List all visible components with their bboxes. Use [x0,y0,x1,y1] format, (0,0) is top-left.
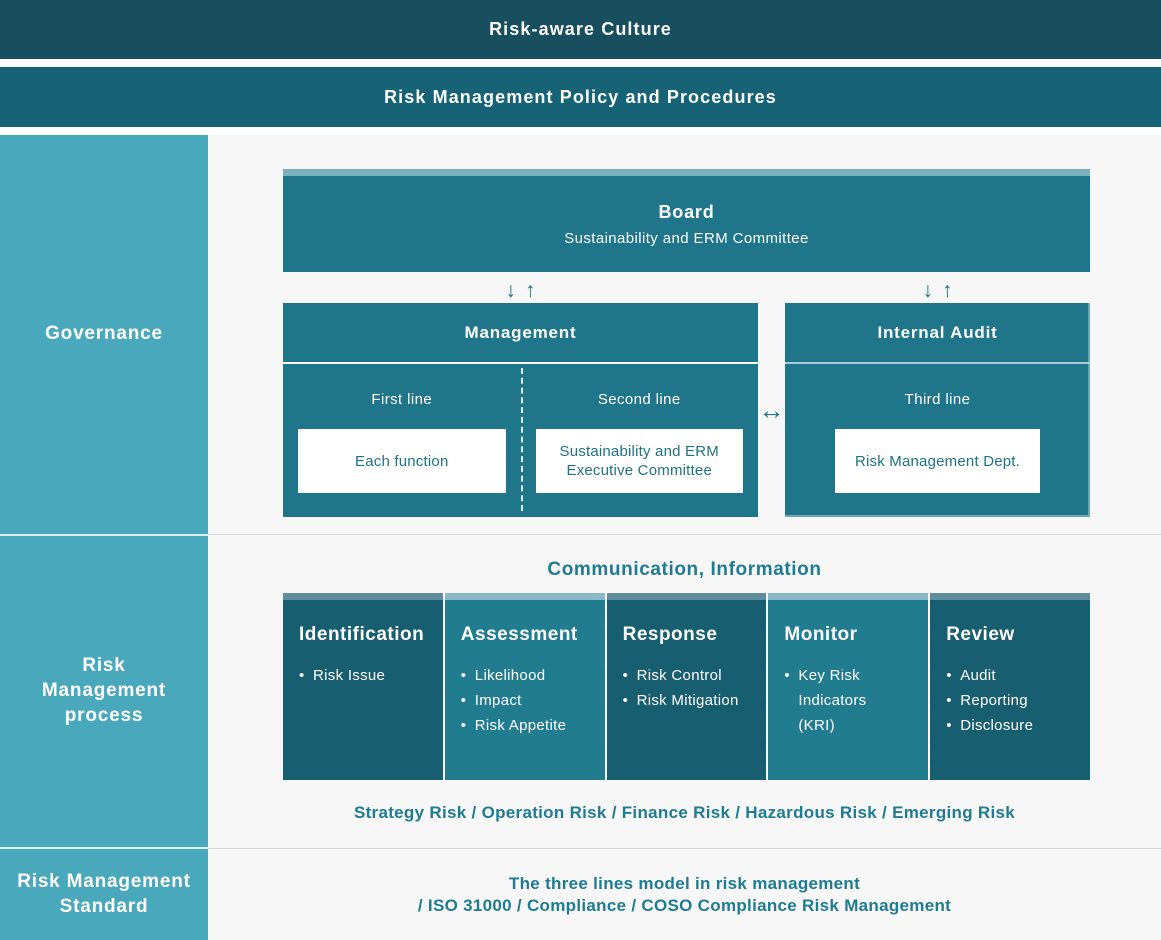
line-divider-dashed [520,368,523,511]
board-box: Board Sustainability and ERM Committee [283,176,1090,272]
step-identification-items: Risk Issue [299,663,435,688]
third-line-column: Third line Risk Management Dept. [785,364,1090,515]
board-management-arrows: ↓ ↑ [283,276,758,306]
step-response-items: Risk Control Risk Mitigation [623,663,759,713]
sidebar-governance-label: Governance [45,323,163,345]
main-area: Board Sustainability and ERM Committee ↓… [208,135,1161,940]
step-monitor-items: Key Risk Indicators (KRI) [784,663,920,738]
list-item: Risk Mitigation [623,688,759,713]
step-accent-strip [930,593,1090,600]
internal-audit-title: Internal Audit [785,303,1090,364]
arrow-down-icon: ↓ [922,279,934,302]
list-item: Risk Appetite [461,713,597,738]
list-item: Audit [946,663,1082,688]
step-identification: Identification Risk Issue [283,593,443,780]
arrow-up-icon: ↑ [525,279,536,302]
risk-management-dept-box: Risk Management Dept. [835,429,1040,493]
step-identification-title: Identification [299,624,425,645]
list-item: Risk Control [623,663,759,688]
risk-management-standard-text: The three lines model in risk management… [208,873,1161,917]
step-accent-strip [444,593,605,600]
each-function-box: Each function [298,429,506,493]
sidebar-divider [0,534,208,536]
sidebar-section-risk-management-process: Risk Management process [0,536,208,847]
management-title: Management [283,303,758,364]
section-divider [208,534,1161,535]
arrow-down-icon: ↓ [505,279,517,302]
policy-procedures-banner: Risk Management Policy and Procedures [0,67,1161,127]
list-item: Likelihood [461,663,597,688]
list-item: Reporting [946,688,1082,713]
section-divider [208,848,1161,849]
standard-line-2: / ISO 31000 / Compliance / COSO Complian… [417,896,952,915]
list-item: Disclosure [946,713,1082,738]
management-audit-link: ↔ [758,303,785,517]
list-item: Key Risk Indicators (KRI) [784,663,884,738]
sidebar-standard-label: Risk Management Standard [17,870,191,917]
step-assessment-items: Likelihood Impact Risk Appetite [461,663,597,738]
policy-procedures-label: Risk Management Policy and Procedures [384,86,777,107]
second-line-column: Second line Sustainability and ERM Execu… [521,364,759,515]
arrow-up-icon: ↑ [942,279,953,302]
board-title: Board [658,201,715,222]
first-line-label: First line [371,391,433,408]
step-monitor: Monitor Key Risk Indicators (KRI) [766,593,929,780]
third-line-label: Third line [904,391,971,408]
risk-types-line: Strategy Risk / Operation Risk / Finance… [353,803,1016,822]
sidebar: Governance Risk Management process Risk … [0,135,208,940]
list-item: Impact [461,688,597,713]
internal-audit-body: Third line Risk Management Dept. [785,364,1090,515]
step-accent-strip [283,593,443,600]
step-assessment-title: Assessment [460,624,578,645]
step-monitor-title: Monitor [784,624,858,645]
sidebar-section-risk-management-standard: Risk Management Standard [0,849,208,940]
process-steps-row: Identification Risk Issue Assessment Lik… [283,593,1090,780]
sidebar-process-label: Risk Management process [41,655,167,726]
step-response-title: Response [622,624,718,645]
first-line-column: First line Each function [283,364,521,515]
step-review: Review Audit Reporting Disclosure [928,593,1090,780]
arrow-left-right-icon: ↔ [758,394,785,425]
step-accent-strip [768,593,929,600]
sidebar-divider [0,847,208,849]
communication-information-heading: Communication, Information [547,559,822,580]
board-accent-strip [283,169,1090,176]
second-line-label: Second line [597,391,681,408]
step-response: Response Risk Control Risk Mitigation [604,593,767,780]
sidebar-section-governance: Governance [0,135,208,534]
step-review-items: Audit Reporting Disclosure [946,663,1082,738]
risk-aware-culture-banner: Risk-aware Culture [0,0,1161,59]
board-internal-audit-arrows: ↓ ↑ [785,276,1090,306]
erm-executive-committee-box: Sustainability and ERM Executive Committ… [535,429,743,493]
risk-aware-culture-label: Risk-aware Culture [489,19,672,39]
step-accent-strip [606,593,767,600]
management-box: Management First line Each function Seco… [283,303,758,517]
step-review-title: Review [946,624,1015,645]
internal-audit-box: Internal Audit Third line Risk Managemen… [785,303,1090,517]
board-subtitle: Sustainability and ERM Committee [564,229,809,247]
standard-line-1: The three lines model in risk management [508,874,861,893]
list-item: Risk Issue [299,663,435,688]
step-assessment: Assessment Likelihood Impact Risk Appeti… [442,593,605,780]
management-body: First line Each function Second line Sus… [283,364,758,515]
